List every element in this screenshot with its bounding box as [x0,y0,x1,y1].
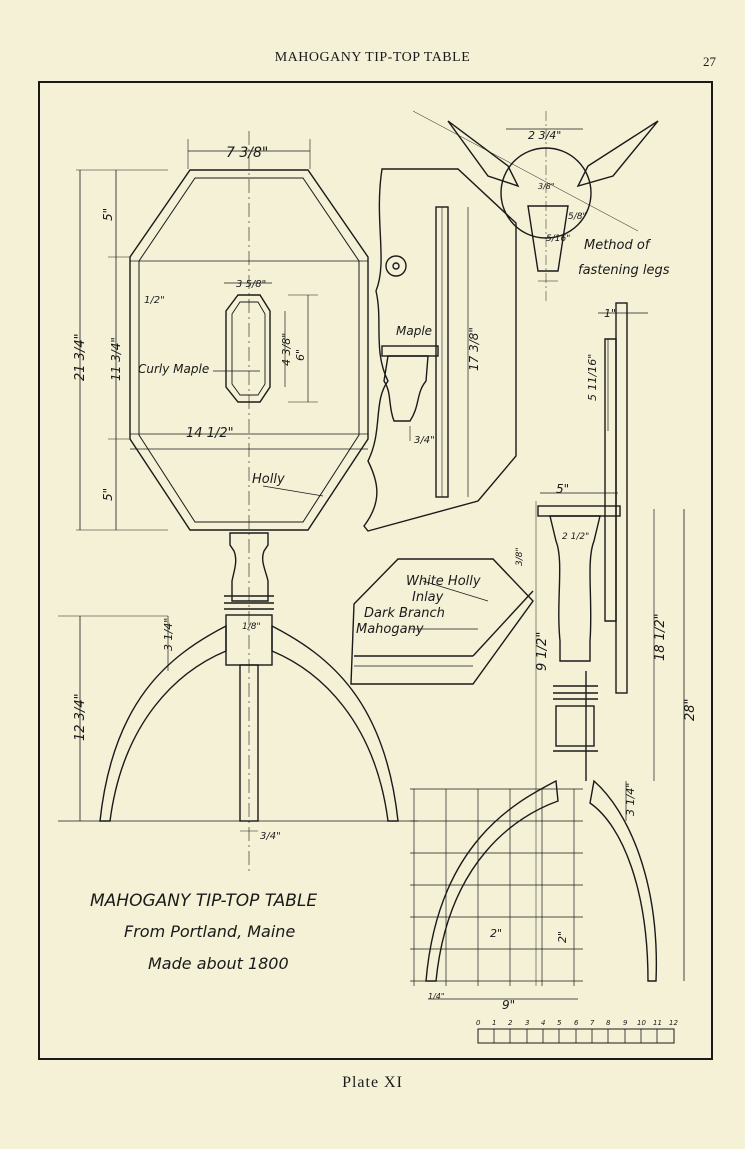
dim-top-five-b: 5" [101,488,115,501]
top-outline [129,169,369,531]
dim-panel-h2: 6" [294,349,307,361]
dim-top-length: 21 3/4" [73,333,88,381]
scale-tick: 11 [653,1019,662,1027]
label-white-holly: White Holly [406,574,481,589]
scale-tick: 8 [606,1019,611,1027]
dim-spread: 9" [502,998,515,1012]
inlay-detail [350,558,534,685]
dim-side-3: 3/8" [515,547,525,566]
dim-side-total: 28" [683,698,698,721]
scale-tick: 7 [590,1019,595,1027]
running-head: MAHOGANY TIP-TOP TABLE [274,50,471,65]
break-section [363,168,517,532]
dim-top-five-a: 5" [101,208,115,221]
plate-label: Plate XI [342,1074,403,1091]
dim-cleat-w: 3/4" [414,435,435,446]
dim-fasten-b: 5/16" [546,234,570,244]
dim-leg-height: 12 3/4" [73,693,88,741]
scale-tick: 1 [492,1019,496,1027]
dim-small: 1/4" [428,992,445,1001]
dim-top-full: 14 1/2" [186,426,234,441]
caption-line3: Made about 1800 [148,954,289,973]
scale-tick: 6 [574,1019,579,1027]
scale-tick: 3 [525,1019,529,1027]
dim-fasten-a: 5/8" [568,212,587,222]
dim-hub-top: 1/8" [242,622,261,632]
dim-hub-h: 3 1/4" [162,618,175,651]
caption-line1: MAHOGANY TIP-TOP TABLE [90,891,317,911]
dim-side-18: 18 1/2" [653,613,668,661]
dim-side-9: 9 1/2" [535,632,550,671]
top-inlay [138,177,360,523]
label-mahogany: Mahogany [356,622,424,637]
plate-frame [38,81,713,1060]
dim-side-one: 1" [604,307,616,320]
scale-tick: 10 [637,1019,646,1027]
dim-fasten-w: 2 3/4" [528,129,561,142]
label-holly: Holly [252,472,285,487]
side-leg-right [589,779,658,982]
label-fastening: fastening legs [578,263,670,278]
side-top [615,302,628,694]
leg-right [271,624,399,822]
side-pedestal [549,515,601,662]
label-inlay: Inlay [412,590,444,605]
dim-border: 1/2" [144,295,165,306]
leg-left [99,624,227,822]
dim-foot: 3/4" [260,831,281,842]
page-number: 27 [703,54,716,69]
dim-side-five: 5 11/16" [586,354,599,401]
pedestal [229,532,269,602]
scale-tick: 2 [508,1019,513,1027]
label-method: Method of [584,238,652,253]
scale-tick: 0 [476,1019,481,1027]
label-dark-branch: Dark Branch [364,606,445,621]
dim-top-inner: 11 3/4" [109,337,123,381]
scale-grid [410,788,583,986]
dim-top-width: 7 3/8" [226,145,268,161]
dim-cleat: 17 3/8" [467,327,481,371]
caption-line2: From Portland, Maine [124,922,295,941]
scale-tick: 4 [541,1019,545,1027]
label-curly-maple: Curly Maple [138,362,209,376]
label-maple: Maple [396,324,432,338]
dim-side-2: 2 1/2" [562,532,589,542]
dim-panel-w: 3 5/8" [236,279,266,290]
dim-side-five-b: 5" [556,482,569,496]
drawing: 7 3/8" 5" 21 3/4" 11 3/4" 5" 1/2" 3 5/8"… [58,110,698,1044]
maple-panel [225,294,271,403]
scale-tick: 9 [623,1019,628,1027]
dim-grid-2b: 2" [556,931,569,943]
dim-grid-2a: 2" [490,927,502,940]
scale-tick: 12 [669,1019,678,1027]
scale-tick: 5 [557,1019,562,1027]
dim-fasten-c: 3/8" [538,182,555,191]
dim-side-leg: 3 1/4" [624,783,637,816]
dim-panel-h1: 4 3/8" [280,333,293,366]
